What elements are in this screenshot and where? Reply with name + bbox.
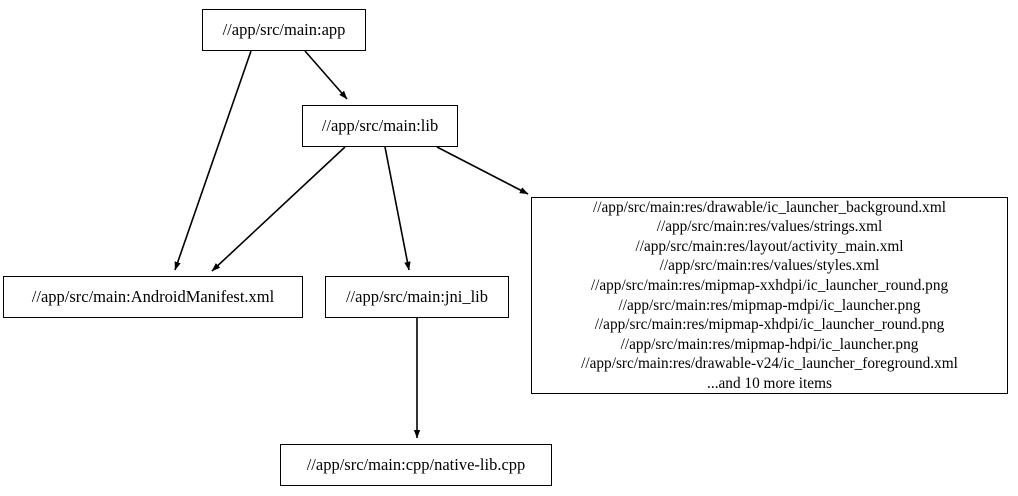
edge-app-to-lib [304, 50, 348, 100]
graph-node-android-manifest[interactable]: //app/src/main:AndroidManifest.xml [3, 276, 303, 318]
graph-node-lib-label: //app/src/main:lib [321, 115, 439, 135]
graph-node-lib[interactable]: //app/src/main:lib [302, 105, 458, 147]
graph-node-app[interactable]: //app/src/main:app [202, 9, 366, 51]
graph-node-resources-label: //app/src/main:res/drawable/ic_launcher_… [581, 198, 958, 392]
edge-app-to-manifest [174, 50, 252, 271]
graph-node-android-manifest-label: //app/src/main:AndroidManifest.xml [31, 286, 275, 306]
edge-lib-to-manifest [211, 146, 346, 272]
graph-node-app-label: //app/src/main:app [222, 19, 346, 39]
graph-node-native-lib-cpp-label: //app/src/main:cpp/native-lib.cpp [306, 454, 526, 474]
graph-node-jni-lib-label: //app/src/main:jni_lib [345, 286, 489, 306]
graph-node-jni-lib[interactable]: //app/src/main:jni_lib [325, 276, 509, 318]
graph-node-resources[interactable]: //app/src/main:res/drawable/ic_launcher_… [531, 197, 1008, 394]
graph-node-native-lib-cpp[interactable]: //app/src/main:cpp/native-lib.cpp [280, 444, 552, 486]
edge-lib-to-resources [436, 146, 529, 195]
edge-lib-to-jni_lib [384, 146, 411, 271]
